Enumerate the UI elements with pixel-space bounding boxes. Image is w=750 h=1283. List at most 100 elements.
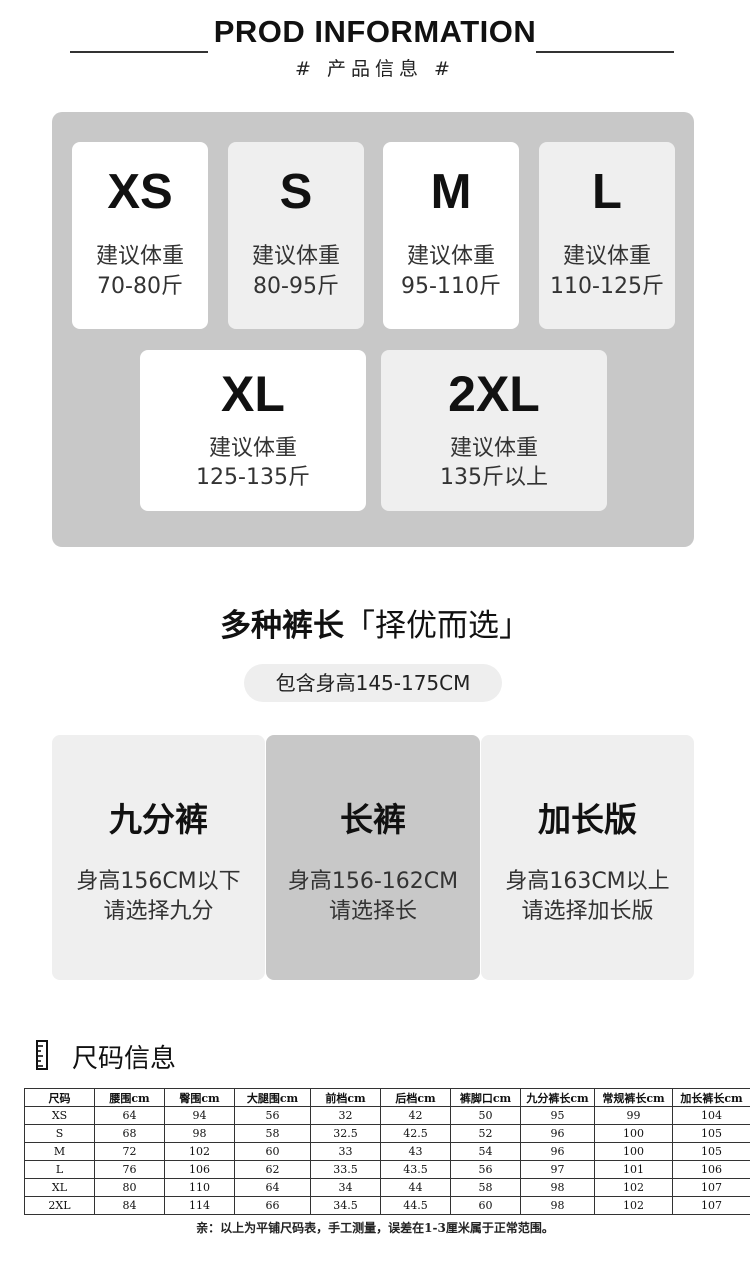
- table-cell: 95: [520, 1106, 595, 1125]
- size-card-xs: XS 建议体重 70-80斤: [72, 142, 208, 329]
- table-cell: 58: [450, 1178, 521, 1197]
- table-cell: 76: [94, 1160, 165, 1179]
- table-header-cell: 大腿围cm: [234, 1088, 311, 1107]
- table-cell: 52: [450, 1124, 521, 1143]
- size-code: S: [279, 165, 313, 219]
- table-cell: 99: [594, 1106, 673, 1125]
- table-cell: 72: [94, 1142, 165, 1161]
- length-name: 长裤: [340, 800, 406, 839]
- table-header-cell: 常规裤长cm: [594, 1088, 673, 1107]
- table-cell: 98: [164, 1124, 235, 1143]
- size-weight-panel: XS 建议体重 70-80斤 S 建议体重 80-95斤 M 建议体重 95-1…: [52, 112, 694, 547]
- table-cell: 102: [594, 1178, 673, 1197]
- table-cell: 102: [164, 1142, 235, 1161]
- size-card-2xl: 2XL 建议体重 135斤以上: [381, 350, 607, 511]
- table-cell: 62: [234, 1160, 311, 1179]
- table-cell: 98: [520, 1178, 595, 1197]
- size-weight-label: 建议体重: [449, 436, 538, 461]
- size-card-l: L 建议体重 110-125斤: [539, 142, 675, 329]
- length-recommendation: 请选择加长版: [521, 899, 654, 924]
- size-card-xl: XL 建议体重 125-135斤: [140, 350, 366, 511]
- table-cell: 107: [672, 1196, 750, 1215]
- table-cell: 107: [672, 1178, 750, 1197]
- table-cell: 101: [594, 1160, 673, 1179]
- size-chart-title: 尺码信息: [72, 1044, 177, 1074]
- table-cell: 60: [450, 1196, 521, 1215]
- table-cell: 84: [94, 1196, 165, 1215]
- table-cell: 100: [594, 1124, 673, 1143]
- length-name: 九分裤: [109, 800, 208, 839]
- table-cell: 64: [94, 1106, 165, 1125]
- size-code: XS: [107, 165, 173, 219]
- length-card-cropped: 九分裤 身高156CM以下 请选择九分: [52, 735, 265, 980]
- table-cell: 32.5: [310, 1124, 381, 1143]
- table-cell: 34: [310, 1178, 381, 1197]
- table-header-cell: 前档cm: [310, 1088, 381, 1107]
- table-cell: 98: [520, 1196, 595, 1215]
- size-code: M: [430, 165, 472, 219]
- table-cell: 106: [164, 1160, 235, 1179]
- table-cell: 114: [164, 1196, 235, 1215]
- table-cell: 33.5: [310, 1160, 381, 1179]
- table-cell: 106: [672, 1160, 750, 1179]
- table-header-cell: 臀围cm: [164, 1088, 235, 1107]
- table-cell: 44.5: [380, 1196, 451, 1215]
- table-cell: XS: [24, 1106, 95, 1125]
- table-cell: M: [24, 1142, 95, 1161]
- table-header-cell: 加长裤长cm: [672, 1088, 750, 1107]
- height-range-badge: 包含身高145-175CM: [244, 664, 502, 702]
- table-cell: 43: [380, 1142, 451, 1161]
- table-cell: 100: [594, 1142, 673, 1161]
- table-header-cell: 腰围cm: [94, 1088, 165, 1107]
- table-cell: 68: [94, 1124, 165, 1143]
- header-rule-left: [70, 51, 208, 53]
- table-cell: 80: [94, 1178, 165, 1197]
- table-cell: 2XL: [24, 1196, 95, 1215]
- length-height-condition: 身高156CM以下: [76, 869, 241, 894]
- table-cell: 97: [520, 1160, 595, 1179]
- table-cell: 32: [310, 1106, 381, 1125]
- page-subtitle: # 产品信息 #: [295, 58, 455, 80]
- size-card-s: S 建议体重 80-95斤: [228, 142, 364, 329]
- table-cell: 44: [380, 1178, 451, 1197]
- length-name: 加长版: [538, 800, 637, 839]
- table-cell: 33: [310, 1142, 381, 1161]
- length-options-title: 多种裤长「择优而选」: [0, 600, 750, 645]
- table-cell: 64: [234, 1178, 311, 1197]
- size-weight-label: 建议体重: [406, 244, 495, 269]
- ruler-icon: [36, 1040, 48, 1070]
- length-card-regular: 长裤 身高156-162CM 请选择长: [266, 735, 480, 980]
- table-cell: 42.5: [380, 1124, 451, 1143]
- table-cell: 56: [450, 1160, 521, 1179]
- length-recommendation: 请选择九分: [103, 899, 214, 924]
- table-cell: 105: [672, 1124, 750, 1143]
- table-header-cell: 后档cm: [380, 1088, 451, 1107]
- table-header-cell: 九分裤长cm: [520, 1088, 595, 1107]
- size-weight-range: 95-110斤: [401, 274, 501, 299]
- measurement-note: 亲：以上为平铺尺码表，手工测量，误差在1-3厘米属于正常范围。: [196, 1221, 554, 1235]
- size-weight-range: 135斤以上: [440, 465, 548, 490]
- table-header-cell: 尺码: [24, 1088, 95, 1107]
- table-cell: 94: [164, 1106, 235, 1125]
- length-card-long: 加长版 身高163CM以上 请选择加长版: [481, 735, 694, 980]
- table-cell: 104: [672, 1106, 750, 1125]
- table-cell: XL: [24, 1178, 95, 1197]
- size-code: XL: [221, 366, 285, 422]
- size-weight-range: 110-125斤: [550, 274, 664, 299]
- size-code: L: [592, 165, 622, 219]
- length-title-bracket: 「择优而选」: [344, 608, 530, 644]
- table-cell: 56: [234, 1106, 311, 1125]
- table-cell: 54: [450, 1142, 521, 1161]
- table-cell: 105: [672, 1142, 750, 1161]
- table-cell: 66: [234, 1196, 311, 1215]
- table-cell: 60: [234, 1142, 311, 1161]
- table-cell: 50: [450, 1106, 521, 1125]
- table-cell: 110: [164, 1178, 235, 1197]
